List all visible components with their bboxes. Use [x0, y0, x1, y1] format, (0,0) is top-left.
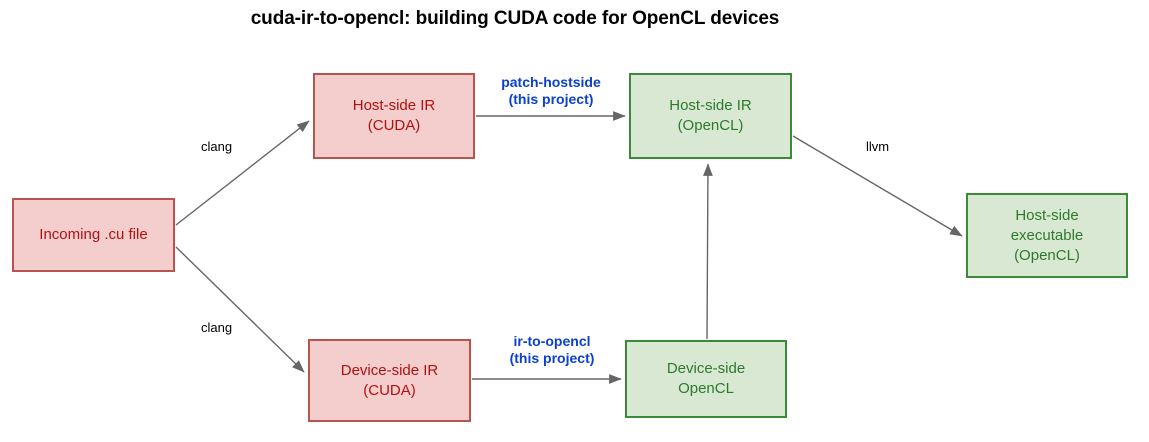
edge-label-ir-to-opencl: ir-to-opencl (this project) [509, 333, 595, 366]
page-title: cuda-ir-to-opencl: building CUDA code fo… [250, 8, 780, 29]
node-label: Host-side IR (OpenCL) [669, 97, 752, 134]
edge-label-llvm: llvm [866, 139, 890, 154]
node-label: Host-side IR (CUDA) [352, 97, 436, 134]
edge-label-clang-bottom: clang [201, 320, 233, 335]
node-host-side-ir-cuda[interactable]: Host-side IR (CUDA) [313, 73, 475, 159]
node-device-side-opencl[interactable]: Device-side OpenCL [625, 340, 787, 418]
edge-label-clang-top: clang [201, 139, 233, 154]
node-label: Device-side OpenCL [666, 360, 746, 397]
node-device-side-ir-cuda[interactable]: Device-side IR (CUDA) [308, 339, 471, 422]
edge-incoming-to-device-ir [175, 246, 305, 373]
edge-device-opencl-to-host-ir-opencl [703, 163, 713, 340]
node-label: Incoming .cu file [39, 226, 148, 243]
node-label: Host-side executable (OpenCL) [1010, 206, 1084, 264]
edge-incoming-to-host-ir [175, 120, 310, 226]
edge-label-patch-hostside: patch-hostside (this project) [501, 74, 601, 107]
node-label: Device-side IR (CUDA) [340, 361, 439, 399]
node-incoming-cu-file[interactable]: Incoming .cu file [12, 198, 175, 272]
node-host-side-executable-opencl[interactable]: Host-side executable (OpenCL) [966, 193, 1128, 278]
node-host-side-ir-opencl[interactable]: Host-side IR (OpenCL) [629, 73, 792, 159]
